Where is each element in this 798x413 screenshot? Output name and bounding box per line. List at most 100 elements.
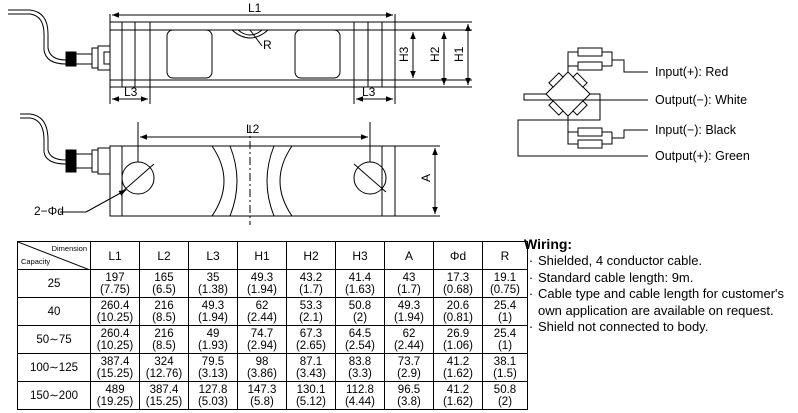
- col-header-l3: L3: [188, 241, 238, 270]
- value-inch: (3.43): [295, 367, 327, 380]
- value-inch: (1.94): [393, 311, 425, 324]
- col-header-h2: H2: [286, 241, 336, 270]
- value-mm: 49.3: [250, 271, 274, 284]
- corner-capacity-label: Capacity: [21, 257, 51, 266]
- value-inch: (3.3): [348, 367, 372, 380]
- top-view: L2 A 2−Φd: [20, 113, 440, 225]
- value-inch: (1): [497, 339, 513, 352]
- dimension-cell: 87.1(3.43): [286, 353, 336, 382]
- dim-l2-label: L2: [246, 122, 260, 136]
- value-mm: 67.3: [299, 327, 323, 340]
- col-header-a: A: [384, 241, 434, 270]
- value-inch: (2): [352, 311, 368, 324]
- value-inch: (1.94): [197, 311, 229, 324]
- col-header-h3: H3: [335, 241, 385, 270]
- dimension-cell: 197(7.75): [90, 269, 140, 298]
- value-mm: 98: [255, 355, 269, 368]
- value-mm: 83.8: [348, 355, 372, 368]
- value-mm: 216: [154, 327, 174, 340]
- wiring-note-text: Shielded, 4 conductor cable.: [538, 253, 703, 269]
- value-inch: (2): [497, 395, 513, 408]
- value-inch: (2.9): [397, 367, 421, 380]
- value-inch: (1.94): [246, 283, 278, 296]
- value-mm: 49: [206, 327, 220, 340]
- wheatstone-bridge: Input(+): Red Output(−): White Input(−):…: [517, 47, 750, 163]
- value-inch: (4.44): [344, 395, 376, 408]
- value-mm: 20.6: [446, 299, 470, 312]
- dim-r-label: R: [263, 38, 272, 52]
- table-corner-cell: Dimension Capacity: [17, 241, 91, 270]
- value-inch: (8.5): [152, 311, 176, 324]
- dimension-cell: 216(8.5): [139, 325, 189, 354]
- dim-h1-label: H1: [452, 46, 466, 62]
- dimension-cell: 64.5(2.54): [335, 325, 385, 354]
- pocket-right: [294, 29, 341, 79]
- dimension-cell: 324(12.76): [139, 353, 189, 382]
- value-inch: (15.25): [145, 395, 183, 408]
- capacity-cell: 150∼200: [17, 381, 91, 410]
- value-mm: 50.8: [493, 383, 517, 396]
- cable-gland-top: [97, 147, 111, 175]
- wiring-notes: Wiring: ·Shielded, 4 conductor cable. ·S…: [524, 236, 792, 335]
- dimension-cell: 62(2.44): [237, 297, 287, 326]
- value-mm: 87.1: [299, 355, 323, 368]
- value-inch: (7.75): [99, 283, 131, 296]
- value-inch: (6.5): [152, 283, 176, 296]
- col-header-h1: H1: [237, 241, 287, 270]
- dimension-cell: 26.9(1.06): [433, 325, 483, 354]
- value-mm: 96.5: [397, 383, 421, 396]
- dimension-cell: 50.8(2): [335, 297, 385, 326]
- wiring-note-text: Standard cable length: 9m.: [538, 269, 694, 285]
- value-inch: (2.94): [246, 339, 278, 352]
- value-mm: 489: [105, 383, 125, 396]
- col-header-r: R: [482, 241, 528, 270]
- value-inch: (8.5): [152, 339, 176, 352]
- wiring-note: ·Shielded, 4 conductor cable.: [524, 253, 792, 269]
- capacity-cell: 25: [17, 269, 91, 298]
- value-mm: 62: [255, 299, 269, 312]
- dimension-cell: 49.3(1.94): [188, 297, 238, 326]
- dim-l3-right-label: L3: [362, 85, 376, 99]
- col-header-phid: Φd: [433, 241, 483, 270]
- dimension-cell: 130.1(5.12): [286, 381, 336, 410]
- dim-h2-label: H2: [428, 46, 442, 62]
- dimension-cell: 20.6(0.81): [433, 297, 483, 326]
- dimension-cell: 49(1.93): [188, 325, 238, 354]
- value-mm: 73.7: [397, 355, 421, 368]
- value-inch: (3.13): [197, 367, 229, 380]
- dimension-cell: 96.5(3.8): [384, 381, 434, 410]
- value-inch: (2.44): [393, 339, 425, 352]
- legend-input-plus: Input(+): Red: [655, 65, 728, 79]
- value-mm: 387.4: [149, 383, 179, 396]
- corner-diagonal: [18, 242, 90, 270]
- load-cell-body-top: [109, 145, 396, 217]
- resistor-comp-top: [577, 61, 603, 71]
- value-mm: 41.2: [446, 383, 470, 396]
- wiring-note: ·Shield not connected to body.: [524, 319, 792, 335]
- resistor-zero-bottom: [577, 139, 603, 149]
- load-cell-drawing: R L1 L3 L3 H3 H2 H1: [8, 1, 750, 225]
- legend-input-minus: Input(−): Black: [655, 123, 737, 137]
- value-inch: (2.54): [344, 339, 376, 352]
- value-inch: (1): [497, 311, 513, 324]
- dimension-cell: 112.8(4.44): [335, 381, 385, 410]
- value-inch: (1.7): [299, 283, 323, 296]
- dimension-cell: 79.5(3.13): [188, 353, 238, 382]
- legend-output-minus: Output(−): White: [655, 93, 747, 107]
- col-header-l1: L1: [90, 241, 140, 270]
- value-inch: (19.25): [96, 395, 134, 408]
- value-inch: (0.81): [442, 311, 474, 324]
- value-inch: (3.8): [397, 395, 421, 408]
- value-mm: 112.8: [346, 383, 374, 396]
- dimension-cell: 19.1(0.75): [482, 269, 528, 298]
- value-inch: (3.86): [246, 367, 278, 380]
- value-inch: (12.76): [145, 367, 183, 380]
- value-inch: (5.03): [197, 395, 229, 408]
- value-mm: 49.3: [397, 299, 421, 312]
- value-inch: (10.25): [96, 311, 134, 324]
- dimension-cell: 41.4(1.63): [335, 269, 385, 298]
